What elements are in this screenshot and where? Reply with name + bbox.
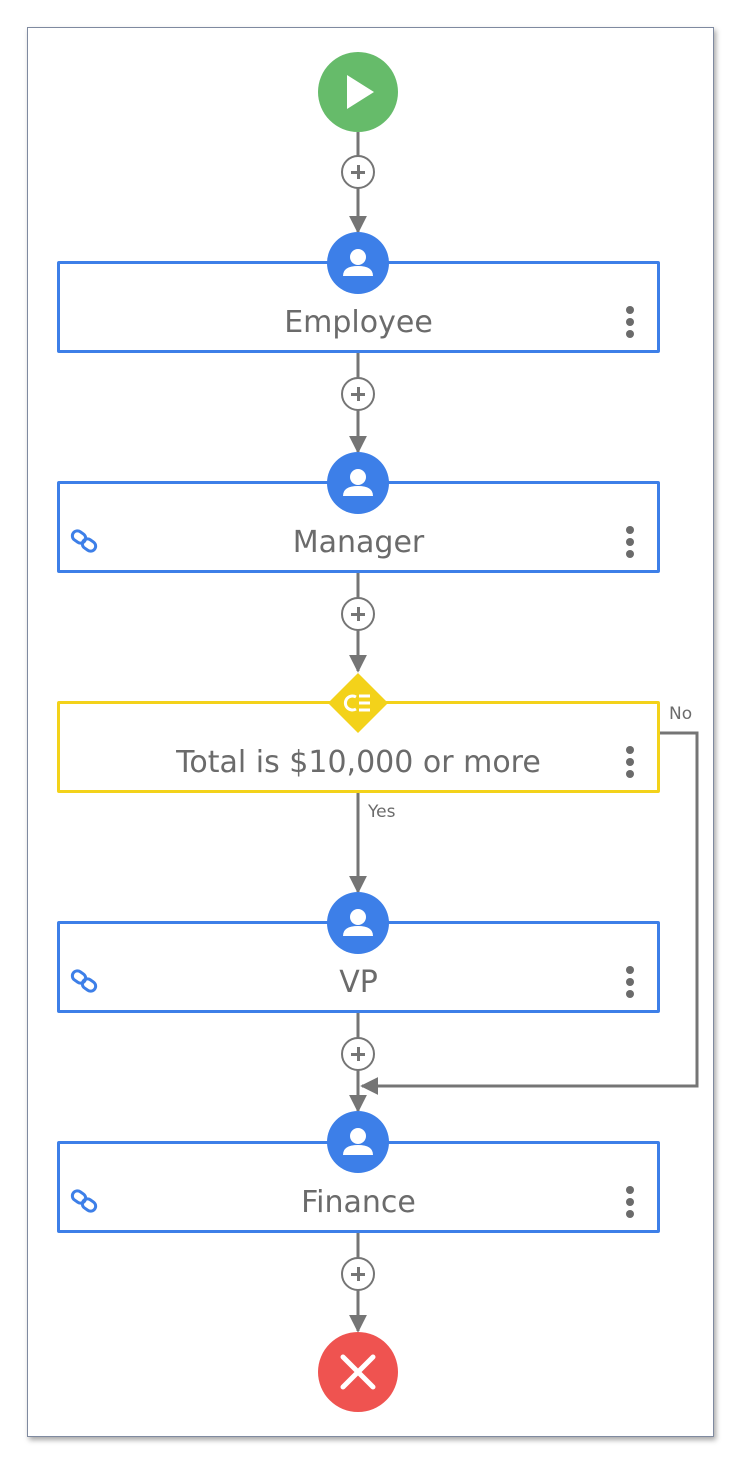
person-icon	[327, 452, 389, 514]
node-title: VP	[339, 965, 378, 1000]
add-step-button[interactable]	[341, 377, 375, 411]
node-title: Finance	[301, 1185, 416, 1220]
node-title: Employee	[284, 305, 433, 340]
link-icon[interactable]	[69, 1188, 99, 1214]
more-vertical-icon[interactable]	[625, 966, 635, 1000]
node-title: Manager	[292, 525, 425, 560]
yes-branch-label: Yes	[368, 802, 396, 822]
more-vertical-icon[interactable]	[625, 526, 635, 560]
person-icon	[327, 1111, 389, 1173]
more-vertical-icon[interactable]	[625, 306, 635, 340]
close-icon	[340, 1354, 376, 1390]
no-branch-label: No	[669, 704, 693, 724]
more-vertical-icon[interactable]	[625, 1186, 635, 1220]
condition-title: Total is $10,000 or more	[176, 745, 541, 780]
add-step-button[interactable]	[341, 1037, 375, 1071]
add-step-button[interactable]	[341, 597, 375, 631]
start-event[interactable]	[318, 52, 398, 132]
add-step-button[interactable]	[341, 1257, 375, 1291]
more-vertical-icon[interactable]	[625, 746, 635, 780]
end-event[interactable]	[318, 1332, 398, 1412]
person-icon	[327, 892, 389, 954]
play-icon	[347, 75, 374, 109]
add-step-button[interactable]	[341, 155, 375, 189]
condition-icon	[328, 673, 388, 733]
link-icon[interactable]	[69, 968, 99, 994]
person-icon	[327, 232, 389, 294]
link-icon[interactable]	[69, 528, 99, 554]
condition-node[interactable]: Total is $10,000 or more	[57, 701, 660, 793]
